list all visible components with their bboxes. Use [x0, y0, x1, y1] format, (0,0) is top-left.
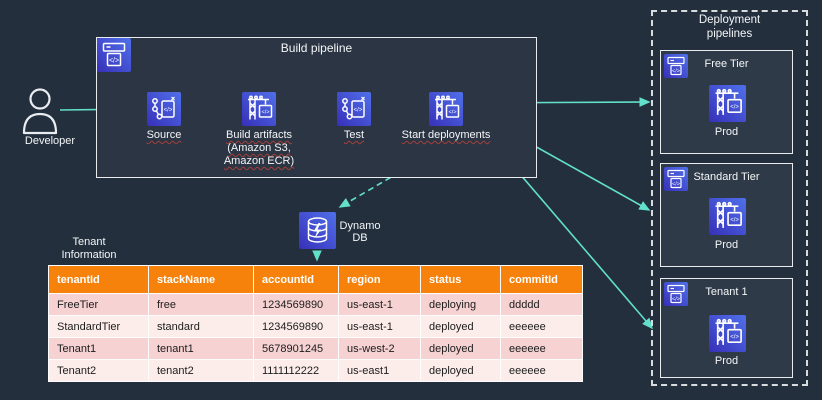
svg-text:</>: </>: [262, 110, 270, 116]
table-cell: tenant2: [148, 359, 254, 382]
table-cell: deployed: [420, 315, 501, 338]
developer-label: Developer: [24, 135, 76, 147]
table-cell: StandardTier: [48, 315, 149, 338]
codepipeline-mini-icon: </>: [664, 282, 688, 306]
prod-label: Prod: [714, 239, 739, 251]
build-icon: </>: [242, 92, 276, 126]
table-cell: eeeeee: [500, 315, 583, 338]
tier-title: Standard Tier: [693, 171, 760, 183]
svg-text:</>: </>: [164, 108, 173, 114]
prod-label: Prod: [714, 126, 739, 138]
table-cell: 1234569890: [253, 293, 339, 316]
tenant-info-title: Tenant Information: [61, 236, 117, 261]
table-header-cell: tenantId: [48, 265, 149, 294]
table-cell: free: [148, 293, 254, 316]
svg-text:</>: </>: [730, 104, 739, 110]
svg-text:</>: </>: [730, 217, 739, 223]
prod-deploy-icon: </>: [709, 85, 746, 122]
table-cell: eeeeee: [500, 337, 583, 360]
table-cell: tenant1: [148, 337, 254, 360]
build-pipeline-title: Build pipeline: [280, 41, 353, 55]
deploy-icon: </>: [429, 92, 463, 126]
table-cell: FreeTier: [48, 293, 149, 316]
dynamodb-label: Dynamo DB: [339, 220, 381, 244]
test-icon: </>: [337, 92, 371, 126]
tier-box-tenant1: </> Tenant 1 </> Prod: [660, 278, 793, 378]
table-header-cell: stackName: [148, 265, 254, 294]
table-cell: deployed: [420, 337, 501, 360]
table-cell: Tenant2: [48, 359, 149, 382]
tier-title: Tenant 1: [705, 286, 748, 298]
prod-deploy-icon: </>: [709, 198, 746, 235]
developer-icon: [18, 86, 62, 141]
table-cell: Tenant1: [48, 337, 149, 360]
table-cell: 1234569890: [253, 315, 339, 338]
prod-deploy-icon: </>: [709, 315, 746, 352]
table-cell: deploying: [420, 293, 501, 316]
codepipeline-icon: </>: [97, 38, 131, 72]
table-header-cell: accountId: [253, 265, 339, 294]
svg-text:</>: </>: [672, 182, 680, 188]
table-cell: 1111112222: [253, 359, 339, 382]
table-cell: eeeeee: [500, 359, 583, 382]
step-deploy-label: Start deployments: [401, 129, 491, 141]
table-header-cell: region: [338, 265, 421, 294]
tier-title: Free Tier: [704, 58, 749, 70]
deployment-pipelines-title: Deployment pipelines: [698, 14, 761, 40]
table-cell: us-west-2: [338, 337, 421, 360]
table-header-cell: commitId: [500, 265, 583, 294]
svg-text:</>: </>: [449, 110, 457, 116]
svg-text:</>: </>: [730, 334, 739, 340]
svg-text:</>: </>: [672, 297, 680, 303]
dynamodb-icon: [299, 212, 336, 249]
table-cell: us-east1: [338, 359, 421, 382]
table-cell: deployed: [420, 359, 501, 382]
deployment-pipelines-panel: [651, 10, 808, 386]
tier-box-standard: </> Standard Tier </> Prod: [660, 163, 793, 267]
codepipeline-mini-icon: </>: [664, 54, 688, 78]
table-cell: standard: [148, 315, 254, 338]
svg-text:</>: </>: [109, 58, 119, 65]
table-cell: 5678901245: [253, 337, 339, 360]
step-test-label: Test: [343, 129, 365, 141]
tier-box-free: </> Free Tier </> Prod: [660, 50, 793, 154]
source-icon: </>: [147, 92, 181, 126]
table-cell: ddddd: [500, 293, 583, 316]
table-cell: us-east-1: [338, 293, 421, 316]
table-header-cell: status: [420, 265, 501, 294]
codepipeline-mini-icon: </>: [664, 167, 688, 191]
step-source-label: Source: [146, 129, 182, 141]
prod-label: Prod: [714, 355, 739, 367]
svg-text:</>: </>: [672, 69, 680, 75]
step-build-label: Build artifacts (Amazon S3, Amazon ECR): [223, 129, 295, 167]
table-cell: us-east-1: [338, 315, 421, 338]
svg-text:</>: </>: [354, 108, 363, 114]
